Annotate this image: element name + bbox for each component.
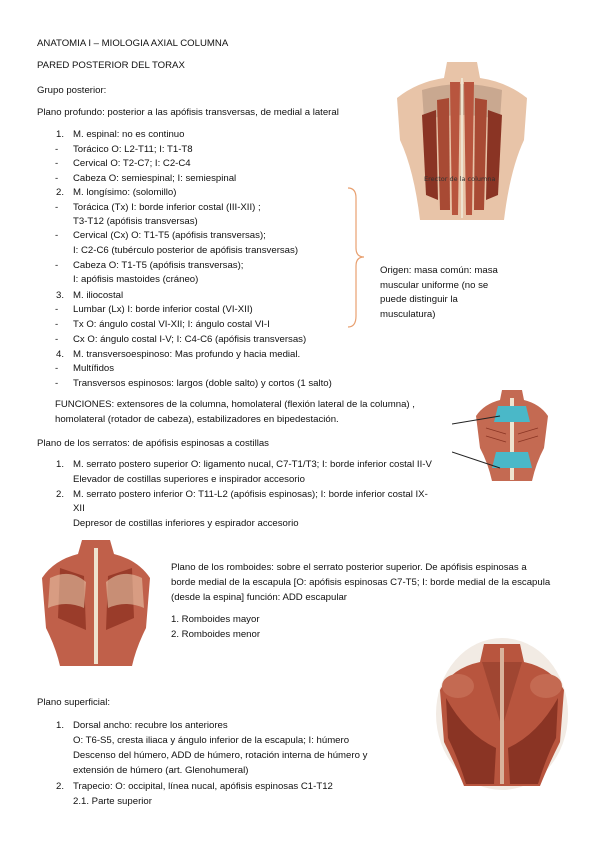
list-number: 2. [55, 187, 64, 198]
list-number: 4. [55, 349, 64, 360]
list-dash: - [55, 319, 59, 330]
section-title: PARED POSTERIOR DEL TORAX [37, 60, 185, 71]
superficial-heading: Plano superficial: [37, 697, 111, 708]
list-number: 1. [55, 459, 64, 470]
serratus-item-line: XII [73, 503, 85, 514]
pointer-lines [452, 415, 501, 469]
deep-plane-item: Transversos espinosos: largos (doble sal… [73, 378, 332, 389]
rhomboid-item: 1. Romboides mayor [171, 614, 260, 625]
deep-plane-item: M. espinal: no es continuo [73, 129, 185, 140]
deep-plane-item: Cabeza O: semiespinal; I: semiespinal [73, 173, 237, 184]
deep-plane-item: Cervical O: T2-C7; I: C2-C4 [73, 158, 191, 169]
serratus-item-line: Depresor de costillas inferiores y espir… [73, 518, 299, 529]
deep-plane-item: M. longísimo: (solomillo) [73, 187, 177, 198]
list-dash: - [55, 230, 59, 241]
rhomboid-paragraph-line: Plano de los romboides: sobre el serrato… [171, 562, 527, 573]
brace-note-line: muscular uniforme (no se [380, 280, 489, 291]
list-dash: - [55, 304, 59, 315]
document-title: ANATOMIA I – MIOLOGIA AXIAL COLUMNA [37, 38, 229, 49]
deep-plane-item: M. transversoespinoso: Mas profundo y ha… [73, 349, 301, 360]
rhomboid-illustration [42, 540, 150, 666]
list-number: 1. [55, 129, 64, 140]
superficial-item-line: 2.1. Parte superior [73, 796, 152, 807]
list-dash: - [55, 158, 59, 169]
list-number: 1. [55, 720, 64, 731]
list-number: 2. [55, 489, 64, 500]
deep-plane-item: Torácico O: L2-T11; I: T1-T8 [73, 144, 193, 155]
serratus-posterior-illustration [476, 390, 548, 481]
rhomboid-item: 2. Romboides menor [171, 629, 261, 640]
serratus-heading: Plano de los serratos: de apófisis espin… [37, 438, 269, 449]
rhomboid-paragraph-line: (desde la espina] función: ADD escapular [171, 592, 347, 603]
figure-label: Erector de la columna [424, 175, 495, 183]
erector-spinae-illustration: Erector de la columna [397, 62, 527, 220]
superficial-item-line: Dorsal ancho: recubre los anteriores [73, 720, 228, 731]
serratus-item-line: M. serrato postero superior O: ligamento… [73, 459, 432, 470]
brace-note-line: Origen: masa común: masa [380, 265, 498, 276]
list-dash: - [55, 363, 59, 374]
superficial-item-line: O: T6-S5, cresta iliaca y ángulo inferio… [73, 735, 350, 746]
superficial-item-line: Trapecio: O: occipital, línea nucal, apó… [73, 781, 333, 792]
list-number: 3. [55, 290, 64, 301]
deep-plane-item: Multífidos [73, 363, 115, 374]
deep-plane-item: Cabeza O: T1-T5 (apófisis transversas); [73, 260, 244, 271]
deep-plane-item: Lumbar (Lx) I: borde inferior costal (VI… [73, 304, 253, 315]
brace-note-line: puede distinguir la [380, 294, 458, 305]
superficial-item-line: extensión de húmero (art. Glenohumeral) [73, 765, 249, 776]
serratus-item-line: M. serrato postero inferior O: T11-L2 (a… [73, 489, 428, 500]
list-dash: - [55, 202, 59, 213]
list-number: 2. [55, 781, 64, 792]
brace-note-line: musculatura) [380, 309, 436, 320]
deep-plane-item: Cx O: ángulo costal I-V; I: C4-C6 (apófi… [73, 334, 307, 345]
functions-line: homolateral (rotador de cabeza), estabil… [55, 414, 339, 425]
rhomboid-paragraph-line: borde medial de la escapula [O: apófisis… [171, 577, 551, 588]
group-heading: Grupo posterior: [37, 85, 107, 96]
deep-plane-item: I: apófisis mastoides (cráneo) [73, 274, 199, 285]
list-dash: - [55, 144, 59, 155]
functions-line: FUNCIONES: extensores de la columna, hom… [55, 399, 415, 410]
list-dash: - [55, 334, 59, 345]
list-dash: - [55, 378, 59, 389]
deep-plane-item: I: C2-C6 (tubérculo posterior de apófisi… [73, 245, 299, 256]
curly-brace [347, 187, 365, 328]
serratus-item-line: Elevador de costillas superiores e inspi… [73, 474, 305, 485]
deep-plane-item: Cervical (Cx) O: T1-T5 (apófisis transve… [73, 230, 266, 241]
deep-plane-item: M. iliocostal [73, 290, 124, 301]
superficial-back-illustration [436, 638, 568, 790]
superficial-item-line: Descenso del húmero, ADD de húmero, rota… [73, 750, 368, 761]
deep-plane-heading: Plano profundo: posterior a las apófisis… [37, 107, 339, 118]
deep-plane-item: Torácica (Tx) I: borde inferior costal (… [73, 202, 261, 213]
deep-plane-item: T3-T12 (apófisis transversas) [73, 216, 198, 227]
deep-plane-item: Tx O: ángulo costal VI-XII; I: ángulo co… [73, 319, 270, 330]
list-dash: - [55, 173, 59, 184]
list-dash: - [55, 260, 59, 271]
